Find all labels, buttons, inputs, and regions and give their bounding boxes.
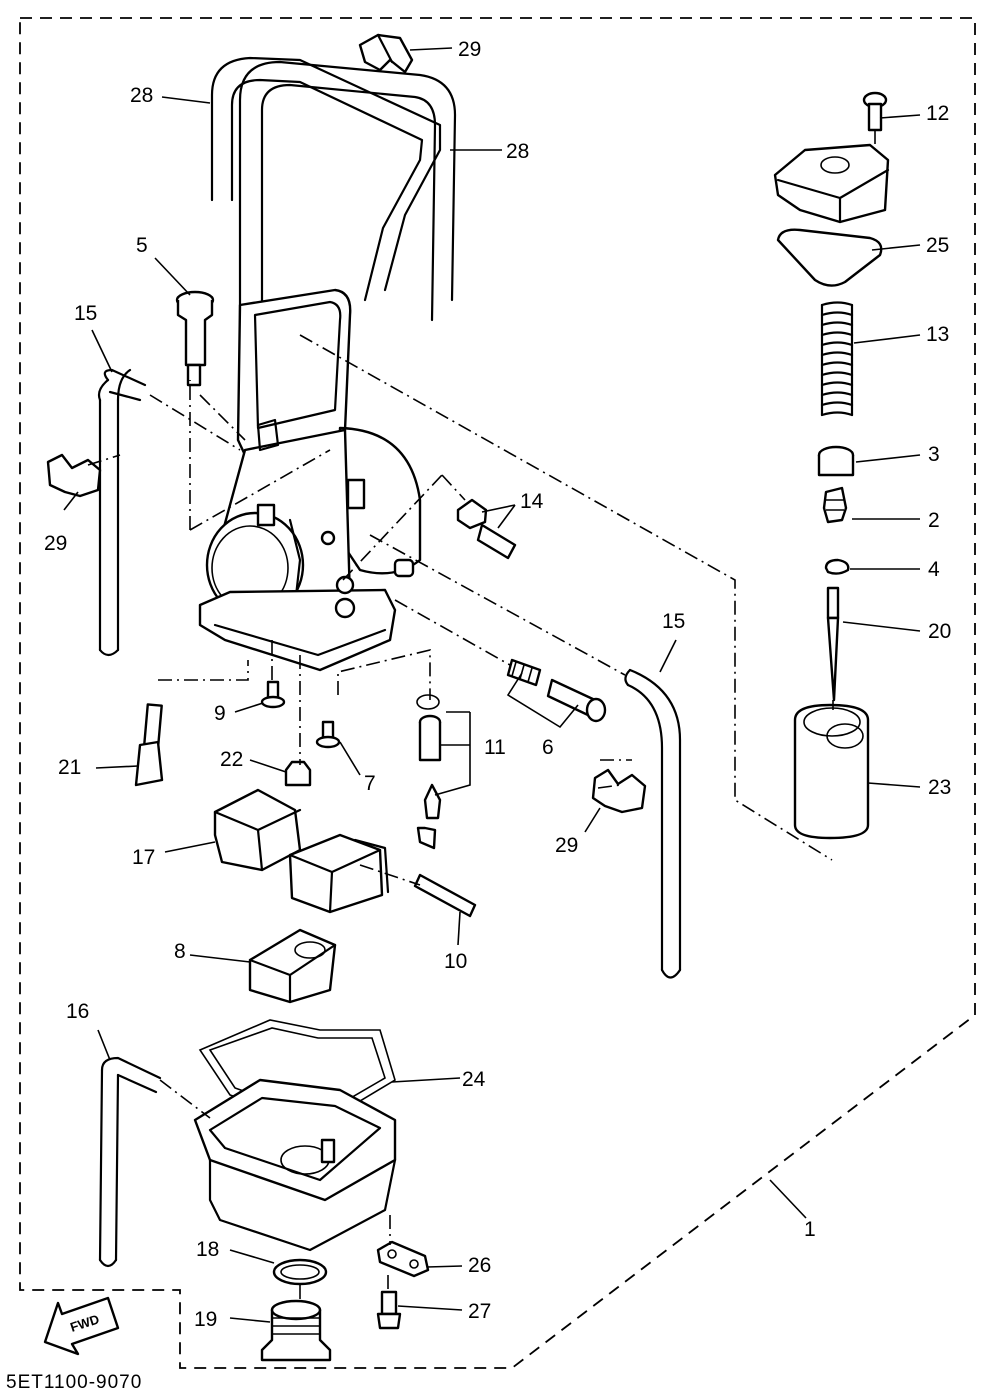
idle-screw bbox=[134, 703, 164, 787]
callout-10: 10 bbox=[444, 950, 467, 973]
callout-12: 12 bbox=[926, 102, 949, 125]
top-cover bbox=[773, 143, 890, 224]
callout-1: 1 bbox=[804, 1218, 816, 1241]
callout-6: 6 bbox=[542, 736, 554, 759]
callout-28-right: 28 bbox=[506, 140, 529, 163]
o-ring bbox=[272, 1258, 328, 1286]
callout-19: 19 bbox=[194, 1308, 217, 1331]
hose-clip-top bbox=[358, 33, 414, 74]
callout-24: 24 bbox=[462, 1068, 486, 1091]
callout-22: 22 bbox=[220, 748, 243, 771]
main-jet bbox=[284, 760, 312, 787]
throttle-valve bbox=[793, 703, 870, 840]
jet-needle bbox=[826, 586, 840, 702]
hose-left bbox=[97, 368, 147, 657]
callout-21: 21 bbox=[58, 756, 81, 779]
callout-16: 16 bbox=[66, 1000, 89, 1023]
callout-numbers: 1 2 3 4 5 6 7 8 9 10 11 12 13 14 15 15 1… bbox=[44, 38, 951, 1331]
callout-4: 4 bbox=[928, 558, 940, 581]
throttle-stop-screw bbox=[506, 658, 607, 723]
leader-lines bbox=[63, 47, 921, 1323]
drain-plug bbox=[260, 1299, 332, 1362]
callout-7: 7 bbox=[364, 772, 376, 795]
callout-5: 5 bbox=[136, 234, 148, 257]
needle-plate bbox=[822, 486, 848, 524]
drawing-code: 5ET1100-9070 bbox=[6, 1372, 142, 1393]
float-pin bbox=[413, 873, 477, 918]
callout-28-left: 28 bbox=[130, 84, 153, 107]
callout-3: 3 bbox=[928, 443, 940, 466]
cover-gasket bbox=[776, 228, 883, 287]
float-assembly bbox=[213, 788, 390, 914]
callout-18: 18 bbox=[196, 1238, 219, 1261]
vent-hose-loop bbox=[210, 56, 457, 382]
float-bowl bbox=[193, 1019, 397, 1252]
callout-13: 13 bbox=[926, 323, 949, 346]
assembly-boundary bbox=[19, 17, 976, 1369]
bolt-27 bbox=[376, 1290, 402, 1330]
bracket-plate bbox=[376, 1240, 430, 1278]
hose-clip-right bbox=[591, 768, 647, 814]
callout-2: 2 bbox=[928, 509, 940, 532]
assembly-guide-lines bbox=[87, 130, 876, 1300]
callout-17: 17 bbox=[132, 846, 155, 869]
valve-seat-holder bbox=[248, 928, 337, 1004]
cap-screw bbox=[862, 91, 888, 132]
callout-9: 9 bbox=[214, 702, 226, 725]
callout-15-right: 15 bbox=[662, 610, 685, 633]
callout-14: 14 bbox=[520, 490, 544, 513]
needle-holder bbox=[817, 445, 855, 477]
screw-9 bbox=[260, 680, 286, 709]
callout-26: 26 bbox=[468, 1254, 491, 1277]
callout-15-left: 15 bbox=[74, 302, 97, 325]
callout-20: 20 bbox=[928, 620, 951, 643]
callout-27: 27 bbox=[468, 1300, 491, 1323]
starter-knob bbox=[175, 290, 215, 387]
callout-23: 23 bbox=[928, 776, 951, 799]
throttle-spring bbox=[820, 301, 854, 417]
callout-25: 25 bbox=[926, 234, 949, 257]
hose-right bbox=[624, 668, 682, 979]
needle-clip bbox=[824, 558, 850, 575]
carburetor-body bbox=[198, 288, 422, 672]
callout-29-right: 29 bbox=[555, 834, 578, 857]
needle-valve-set bbox=[416, 694, 442, 850]
pilot-screw bbox=[456, 498, 517, 560]
callout-29-left: 29 bbox=[44, 532, 67, 555]
screw-7 bbox=[315, 720, 341, 749]
hose-clip-left bbox=[46, 453, 102, 498]
overflow-hose bbox=[98, 1056, 162, 1268]
callout-29-top: 29 bbox=[458, 38, 481, 61]
forward-arrow-icon: FWD bbox=[43, 1296, 120, 1356]
callout-8: 8 bbox=[174, 940, 186, 963]
callout-11: 11 bbox=[484, 736, 506, 759]
